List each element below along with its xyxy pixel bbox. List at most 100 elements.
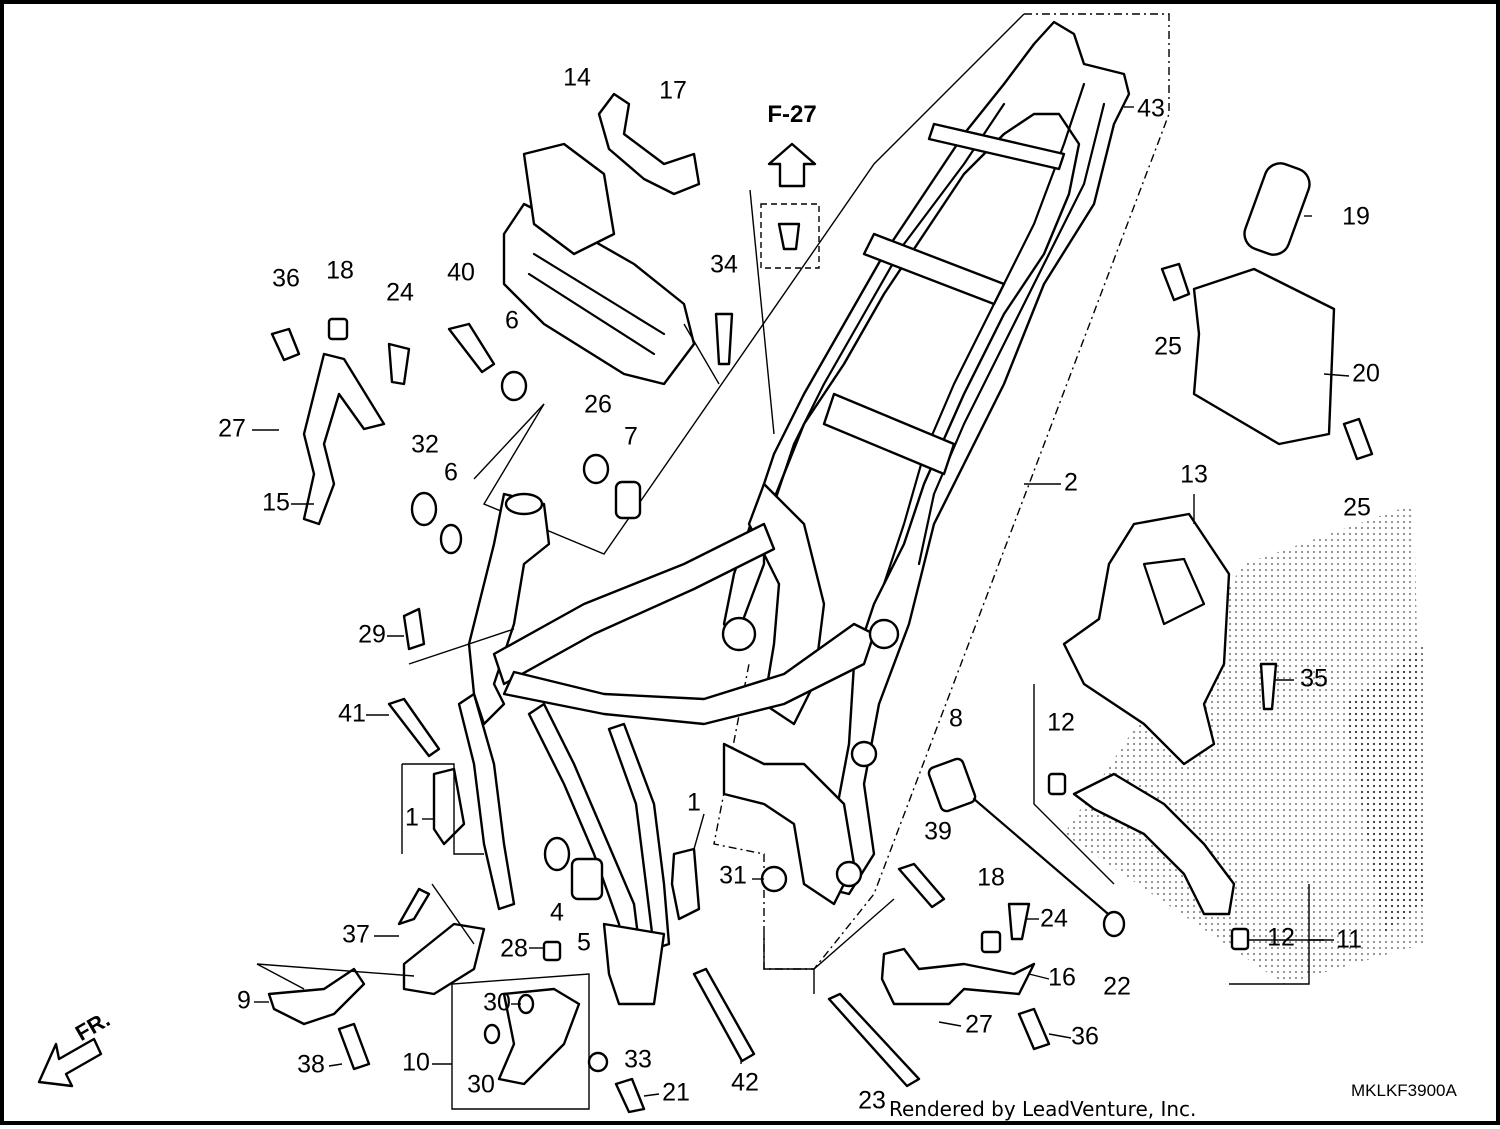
callout-c12b: 12 [1267,924,1295,952]
nut-28 [542,940,562,962]
reference-label-f27[interactable]: F-27 [767,101,816,128]
bracket-16 [880,947,1036,1006]
bolt-38 [337,1022,371,1071]
callout-c34: 34 [710,251,738,279]
bracket-14 [502,142,696,386]
bolt-25-low [1342,417,1374,461]
bracket-9 [267,967,366,1026]
clip-29 [402,607,426,651]
callout-c38: 38 [297,1051,325,1079]
callout-c23: 23 [858,1087,886,1115]
callout-c30a: 30 [483,989,511,1017]
collar-5 [570,857,604,901]
callout-c17: 17 [659,77,687,105]
callout-c5: 5 [577,929,591,957]
collar-8 [927,757,977,813]
callout-c42: 42 [731,1069,759,1097]
unit-20 [1192,267,1336,446]
callout-c2: 2 [1064,469,1078,497]
parts-exploded-diagram: 1417361824406344319252025271532626721329… [37,13,1457,1121]
bracket-17 [597,92,701,196]
callout-c24a: 24 [386,279,414,307]
clip-12b [1230,927,1250,951]
collar-6-top [500,370,528,402]
callout-c21: 21 [662,1079,690,1107]
callout-c25a: 25 [1154,333,1182,361]
callout-c16: 16 [1048,964,1076,992]
callout-c18a: 18 [326,257,354,285]
callout-c27b: 27 [965,1011,993,1039]
bolt-40 [447,322,496,374]
callout-c11: 11 [1336,926,1362,954]
callout-c29: 29 [358,621,386,649]
callout-c8: 8 [949,705,963,733]
ref-arrow-icon [767,142,817,188]
callout-c30b: 30 [467,1071,495,1099]
callout-c7: 7 [624,423,638,451]
bracket-13-window [1142,557,1206,626]
callout-c14: 14 [563,64,591,92]
nut-18-low [980,930,1002,954]
callout-c27a: 27 [218,415,246,443]
bracket-10 [402,922,486,996]
callout-c13: 13 [1180,461,1208,489]
callout-c39: 39 [924,818,952,846]
bolt-25-top [1160,262,1191,302]
cover-1-left [432,767,466,846]
cover-19 [1243,162,1311,256]
ref-box-f27 [760,203,820,269]
nut-22 [1102,910,1126,938]
bolt-36-low [1017,1007,1051,1051]
callout-c4: 4 [550,899,564,927]
nut-30a [517,993,535,1015]
front-label: FR. [71,1006,114,1045]
bracket-15 [302,352,386,526]
collar-4 [543,836,571,872]
callout-c36b: 36 [1071,1023,1099,1051]
callout-c24b: 24 [1040,905,1068,933]
shading-right [1064,504,1424,984]
callout-c9: 9 [237,987,251,1015]
cover-1-right [670,847,701,921]
shading-ghost [1344,644,1424,934]
bolt-39 [897,862,946,909]
callout-c35: 35 [1300,665,1328,693]
callout-c26: 26 [584,391,612,419]
bracket-10b [497,987,581,1086]
callout-c40: 40 [447,259,475,287]
bolt-23 [827,992,921,1088]
callout-c22: 22 [1103,973,1131,1001]
ref-bolt-f27 [777,222,801,251]
callout-c18b: 18 [977,864,1005,892]
credit-text: Rendered by LeadVenture, Inc. [889,1097,1196,1121]
callout-c37: 37 [342,921,370,949]
shaft-22 [972,797,1116,921]
callout-c25b: 25 [1343,494,1371,522]
nut-31 [760,865,788,893]
bolt-37 [397,887,431,926]
callout-c10: 10 [402,1049,430,1077]
bolt-35 [1259,662,1278,711]
callout-c33: 33 [624,1046,652,1074]
callout-c20: 20 [1352,360,1380,388]
callout-c6b: 6 [444,459,458,487]
callout-c19: 19 [1342,203,1370,231]
callout-c12a: 12 [1047,709,1075,737]
bolt-24-low [1007,902,1031,941]
main-frame [457,13,1170,1006]
bolt-21 [614,1077,646,1114]
callout-c1a: 1 [405,804,419,832]
washer-32 [410,491,438,527]
nut-26 [582,453,610,485]
callout-c31: 31 [719,862,747,890]
callout-c28: 28 [500,935,528,963]
callout-c15: 15 [262,489,290,517]
bolt-42 [692,967,756,1063]
callout-c36a: 36 [272,265,300,293]
nut-30b [483,1023,501,1045]
callout-c43: 43 [1137,95,1165,123]
bolt-36-top [270,327,301,362]
callout-c6a: 6 [505,307,519,335]
front-direction-marker: FR. [37,1006,114,1088]
